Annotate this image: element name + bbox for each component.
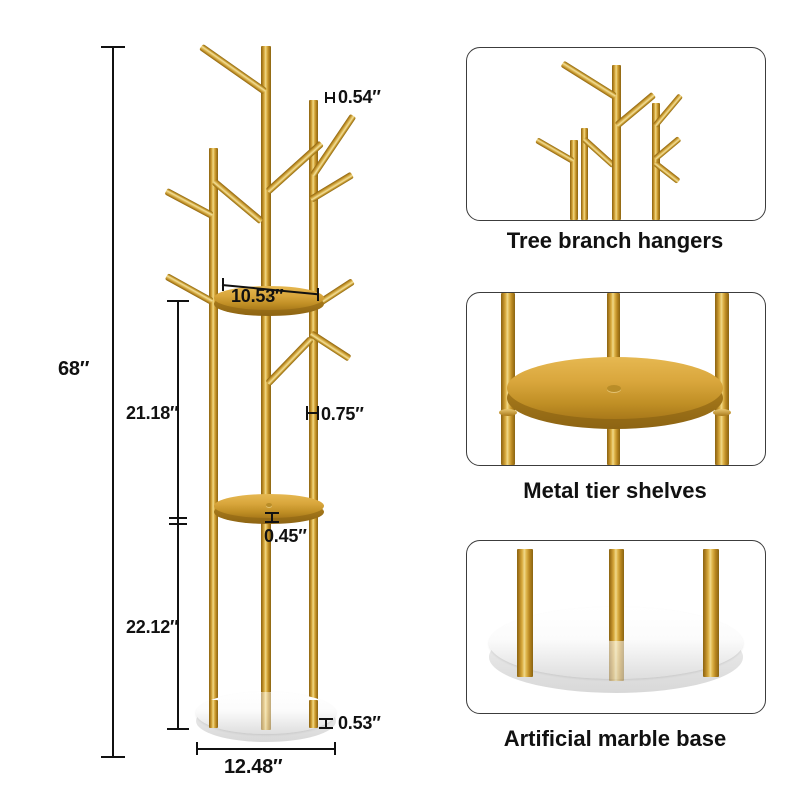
feature-card-artificial-marble-base — [466, 540, 766, 714]
pole-diameter-label: 0.75″ — [321, 404, 364, 424]
upper-segment-label: 21.18″ — [126, 403, 179, 423]
coat-rack-figure — [164, 43, 357, 742]
feature-card-metal-tier-shelves — [466, 292, 766, 466]
pole-right-foot — [309, 700, 318, 728]
branch-left-upper — [164, 187, 214, 219]
pole-left-foot — [209, 700, 218, 728]
branch-center-upper-left — [199, 43, 268, 95]
artificial-marble-base-image — [467, 541, 765, 713]
shelf-thickness-label: 0.45″ — [264, 526, 307, 546]
feature-label-metal-tier-shelves: Metal tier shelves — [523, 478, 707, 503]
branch-left-mid — [211, 178, 264, 225]
metal-tier-shelves-image — [467, 293, 765, 465]
overall-height-label: 68″ — [58, 358, 90, 380]
pole-center — [261, 46, 271, 728]
branch-diameter-label: 0.54″ — [338, 87, 381, 107]
base-diameter-label: 12.48″ — [224, 756, 283, 778]
feature-card-tree-branch-hangers — [466, 47, 766, 221]
feature-label-tree-branch-hangers: Tree branch hangers — [506, 228, 724, 253]
lower-segment-label: 22.12″ — [126, 617, 179, 637]
pole-right — [309, 100, 318, 728]
upper-shelf-diameter-label: 10.53″ — [231, 286, 284, 306]
branch-left-lower — [164, 273, 214, 305]
feature-label-artificial-marble-base: Artificial marble base — [503, 726, 727, 751]
pole-center-foot — [261, 692, 271, 730]
main-product-illustration: 68″ 21.18″ 22.12″ — [58, 43, 381, 778]
tree-branch-hangers-image — [467, 48, 765, 220]
pole-left — [209, 148, 218, 728]
base-thickness-label: 0.53″ — [338, 713, 381, 733]
branch-center-lower-right — [265, 336, 314, 386]
